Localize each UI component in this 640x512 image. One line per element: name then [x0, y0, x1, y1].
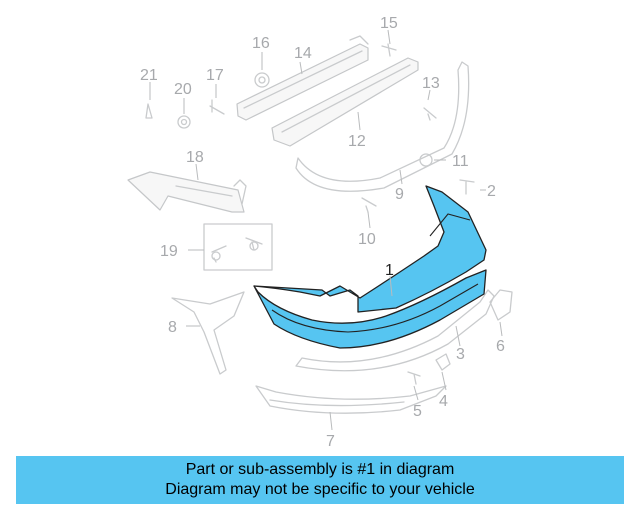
callout-3: 3	[456, 346, 465, 363]
callout-2: 2	[487, 183, 496, 200]
part-7-trim	[255, 385, 447, 414]
banner-line-1: Part or sub-assembly is #1 in diagram	[185, 461, 455, 478]
part-19-bolt-kit	[203, 223, 273, 271]
callout-7: 7	[326, 433, 335, 450]
part-9-support	[295, 61, 470, 192]
callout-17: 17	[206, 67, 224, 84]
part-18-bracket	[127, 171, 247, 213]
fasteners	[145, 43, 475, 213]
callout-20: 20	[174, 81, 192, 98]
part-6-cover	[489, 289, 513, 321]
callout-labels: 1 2 3 4 5 6 7 8 9 10 11 12 13 14 15 16 1…	[140, 15, 505, 450]
banner-line-2: Diagram may not be specific to your vehi…	[165, 481, 475, 498]
callout-12: 12	[348, 133, 366, 150]
callout-9: 9	[395, 186, 404, 203]
callout-4: 4	[439, 393, 448, 410]
part-8-molding	[171, 291, 245, 375]
retainers-4-5	[407, 353, 451, 385]
callout-8: 8	[168, 319, 177, 336]
callout-13: 13	[422, 75, 440, 92]
part-12-absorber	[271, 57, 419, 147]
callout-14: 14	[294, 45, 312, 62]
info-banner: Part or sub-assembly is #1 in diagram Di…	[16, 456, 624, 504]
callout-5: 5	[413, 403, 422, 420]
callout-21: 21	[140, 67, 158, 84]
callout-1: 1	[385, 262, 394, 279]
part-14-reinforcement	[236, 35, 369, 121]
callout-11: 11	[452, 153, 469, 170]
part-3-valance	[295, 289, 495, 372]
callout-6: 6	[496, 338, 505, 355]
leader-lines	[149, 29, 503, 431]
parts-diagram: 1 2 3 4 5 6 7 8 9 10 11 12 13 14 15 16 1…	[127, 15, 513, 450]
callout-16: 16	[252, 35, 270, 52]
callout-10: 10	[358, 231, 376, 248]
callout-18: 18	[186, 149, 204, 166]
callout-15: 15	[380, 15, 398, 32]
callout-19: 19	[160, 243, 178, 260]
part-1-bumper-cover[interactable]	[253, 185, 487, 349]
